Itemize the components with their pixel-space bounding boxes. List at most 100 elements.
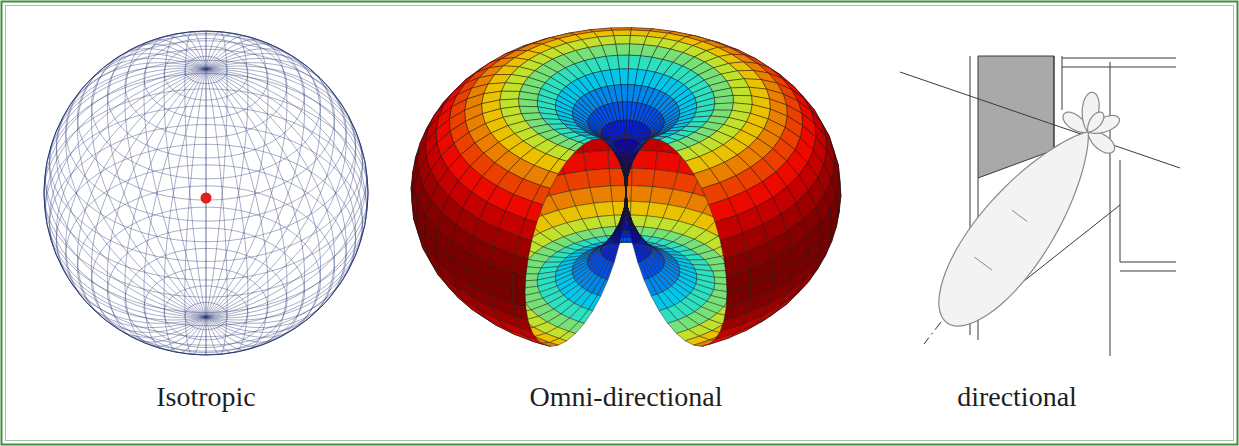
radiation-surface-patch bbox=[617, 152, 623, 163]
radiation-surface-patch bbox=[715, 215, 742, 240]
radiation-surface-patch bbox=[516, 237, 532, 259]
pattern-caption: Isotropic bbox=[156, 380, 256, 414]
radiation-surface-patch bbox=[644, 278, 657, 296]
radiation-surface-patch bbox=[606, 262, 615, 280]
radiation-surface-patch bbox=[626, 175, 628, 192]
radiation-surface-patch bbox=[625, 192, 627, 209]
sphere-gridline bbox=[206, 69, 356, 323]
sphere-gridline bbox=[56, 63, 206, 317]
radiation-surface-patch bbox=[626, 176, 627, 192]
sphere-gridline bbox=[125, 69, 206, 347]
radiation-surface-patch bbox=[620, 162, 625, 177]
radiation-surface-patch bbox=[627, 163, 631, 177]
radiation-surface-patch bbox=[629, 153, 634, 164]
radiation-surface-patch bbox=[630, 152, 636, 164]
radiation-surface-patch bbox=[616, 44, 630, 55]
radiation-surface-patch bbox=[625, 192, 626, 208]
radiation-surface-patch bbox=[610, 243, 618, 261]
radiation-surface-patch bbox=[532, 186, 550, 205]
radiation-surface-patch bbox=[626, 176, 628, 192]
radiation-surface-patch bbox=[618, 153, 623, 164]
sphere-gridline bbox=[185, 69, 206, 355]
radiation-surface-patch bbox=[550, 159, 567, 174]
sphere-gridline bbox=[77, 69, 206, 332]
radiation-surface-patch bbox=[624, 192, 626, 208]
radiation-surface-patch bbox=[500, 91, 520, 100]
radiation-surface-patch bbox=[627, 208, 631, 225]
radiation-surface-patch bbox=[626, 192, 628, 208]
radiation-surface-patch bbox=[620, 162, 625, 177]
radiation-surface-patch bbox=[626, 175, 627, 192]
radiation-surface-patch bbox=[624, 192, 626, 208]
radiation-surface-patch bbox=[625, 177, 627, 192]
radiation-surface-patch bbox=[714, 95, 733, 103]
lobe-contour bbox=[1012, 210, 1027, 221]
sphere-gridline bbox=[206, 69, 346, 328]
radiation-surface-patch bbox=[626, 176, 627, 192]
radiation-surface-patch bbox=[626, 177, 628, 192]
radiation-surface-patch bbox=[626, 192, 627, 208]
radiation-surface-patch bbox=[621, 163, 625, 177]
radiation-surface-patch bbox=[625, 192, 626, 208]
radiation-surface-patch bbox=[627, 164, 630, 177]
radiation-surface-patch bbox=[627, 162, 632, 177]
radiation-surface-patch bbox=[626, 176, 628, 192]
radiation-surface-patch bbox=[626, 177, 627, 192]
sphere-gridline bbox=[50, 66, 206, 317]
sphere-outline bbox=[44, 31, 368, 355]
radiation-surface-patch bbox=[627, 208, 631, 225]
radiation-surface-patch bbox=[625, 175, 626, 192]
radiation-surface-patch bbox=[612, 30, 631, 36]
radiation-surface-patch bbox=[626, 175, 627, 192]
radiation-surface-patch bbox=[502, 83, 524, 92]
radiation-surface-patch bbox=[569, 322, 584, 334]
sphere-gridline bbox=[144, 36, 206, 317]
radiation-surface-patch bbox=[626, 176, 628, 192]
radiation-surface-patch bbox=[625, 176, 626, 192]
radiation-surface-patch bbox=[613, 145, 620, 153]
sphere-gridline bbox=[206, 44, 305, 317]
radiation-surface-patch bbox=[625, 175, 627, 192]
radiation-surface-patch bbox=[622, 208, 625, 226]
frame-line bbox=[1120, 262, 1176, 263]
radiation-surface-patch bbox=[714, 103, 734, 110]
radiation-surface-patch bbox=[606, 139, 615, 145]
radiation-surface-patch bbox=[630, 226, 636, 244]
radiation-surface-patch bbox=[625, 175, 627, 192]
radiation-surface-patch bbox=[589, 295, 601, 311]
radiation-surface-patch bbox=[624, 192, 626, 208]
radiation-surface-patch bbox=[579, 309, 593, 323]
radiation-surface-patch bbox=[626, 176, 628, 192]
radiation-surface-patch bbox=[629, 226, 634, 244]
radiation-lobe bbox=[1088, 131, 1115, 153]
pattern-caption: Omni-directional bbox=[530, 380, 723, 414]
radiation-surface-patch bbox=[625, 176, 626, 192]
radiation-surface-patch bbox=[626, 176, 628, 192]
radiation-surface-patch bbox=[625, 177, 626, 192]
sphere-gridline bbox=[206, 69, 362, 320]
radiation-surface-patch bbox=[626, 175, 627, 192]
radiation-surface-patch bbox=[626, 192, 628, 209]
radiation-surface-patch bbox=[614, 35, 630, 44]
frame-line bbox=[1120, 271, 1176, 272]
radiation-surface-patch bbox=[626, 176, 628, 192]
radiation-surface-patch bbox=[625, 192, 626, 208]
sphere-gridline bbox=[206, 69, 248, 353]
sphere-gridline bbox=[206, 69, 207, 355]
reference-axis bbox=[900, 72, 1180, 168]
sphere-gridline bbox=[206, 69, 227, 355]
radiation-surface-patch bbox=[520, 219, 537, 241]
sphere-gridline bbox=[107, 69, 206, 342]
sphere-gridline bbox=[107, 44, 206, 317]
wall-edge bbox=[1054, 56, 1055, 150]
sphere-gridline bbox=[206, 69, 335, 332]
frame-line bbox=[1062, 56, 1063, 110]
radiation-surface-patch bbox=[624, 176, 626, 192]
radiation-surface-patch bbox=[621, 208, 625, 225]
sphere-gridline bbox=[206, 36, 268, 317]
radiation-surface-patch bbox=[623, 164, 626, 177]
radiation-surface-patch bbox=[627, 209, 630, 227]
